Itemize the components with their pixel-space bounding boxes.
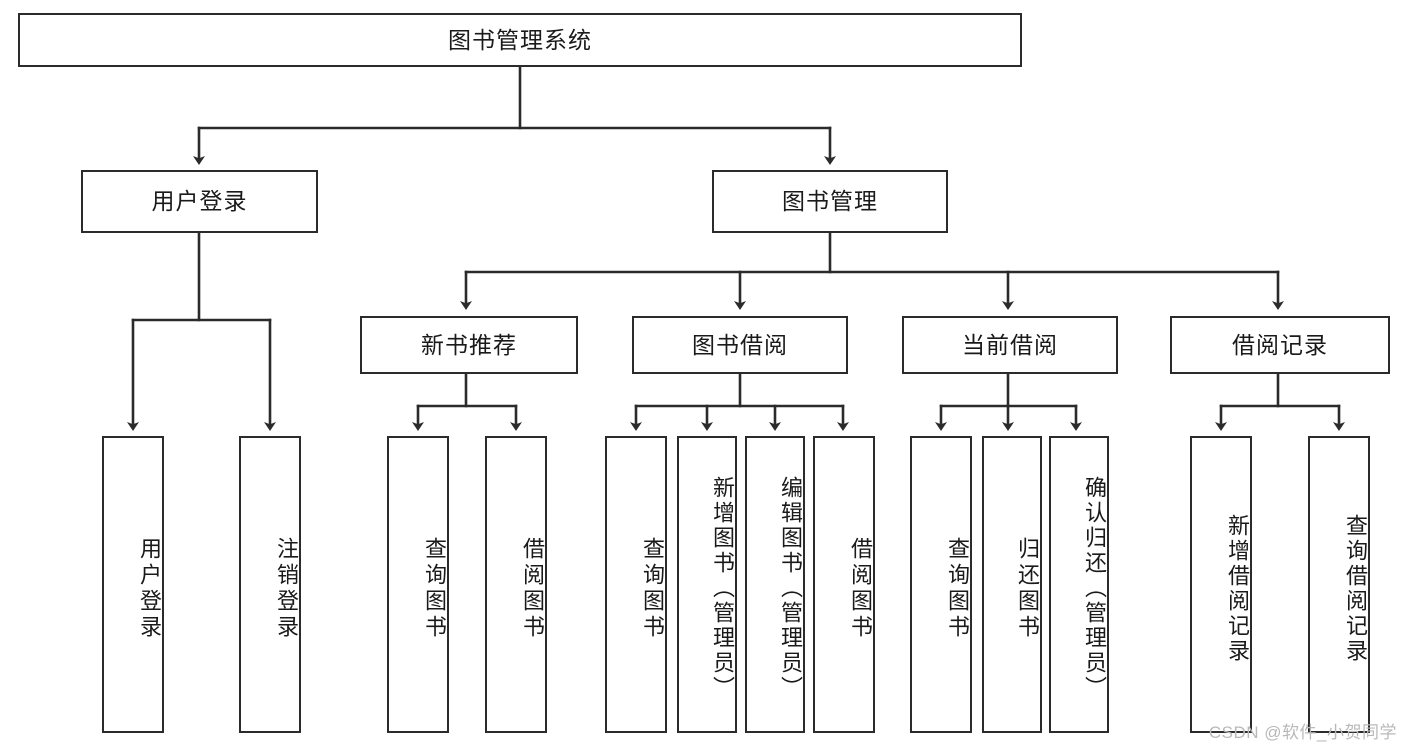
node-label: 注销登录 — [274, 536, 299, 641]
node-book-management[interactable]: 图书管理 — [712, 170, 948, 233]
leaf-edit-book-admin[interactable]: 编辑图书（管理员） — [745, 436, 805, 733]
node-root-system[interactable]: 图书管理系统 — [18, 13, 1022, 67]
node-label: 查询图书 — [640, 536, 665, 641]
node-label: 新增借阅记录 — [1225, 513, 1250, 664]
node-label: 归还图书 — [1015, 536, 1040, 641]
node-label: 确认归还（管理员） — [1082, 476, 1107, 701]
node-label: 编辑图书（管理员） — [778, 476, 803, 701]
node-label: 图书借阅 — [692, 331, 788, 358]
leaf-add-borrow-record[interactable]: 新增借阅记录 — [1190, 436, 1252, 733]
node-label: 用户登录 — [151, 188, 248, 215]
node-label: 借阅图书 — [520, 536, 545, 641]
node-borrow-record[interactable]: 借阅记录 — [1170, 316, 1390, 374]
leaf-user-logout[interactable]: 注销登录 — [239, 436, 301, 733]
leaf-borrow-book-recommend[interactable]: 借阅图书 — [485, 436, 547, 733]
leaf-add-book-admin[interactable]: 新增图书（管理员） — [677, 436, 737, 733]
leaf-query-book-recommend[interactable]: 查询图书 — [387, 436, 449, 733]
leaf-user-login[interactable]: 用户登录 — [102, 436, 164, 733]
node-new-book-recommend[interactable]: 新书推荐 — [360, 316, 578, 374]
node-label: 图书管理系统 — [448, 26, 592, 53]
leaf-query-book-current[interactable]: 查询图书 — [910, 436, 972, 733]
leaf-return-book[interactable]: 归还图书 — [982, 436, 1042, 733]
node-label: 新增图书（管理员） — [710, 476, 735, 701]
node-label: 用户登录 — [137, 536, 162, 641]
leaf-confirm-return-admin[interactable]: 确认归还（管理员） — [1049, 436, 1109, 733]
node-user-login[interactable]: 用户登录 — [81, 170, 318, 233]
node-current-borrow[interactable]: 当前借阅 — [902, 316, 1118, 374]
node-book-borrow[interactable]: 图书借阅 — [632, 316, 848, 374]
node-label: 查询图书 — [945, 536, 970, 641]
node-label: 查询借阅记录 — [1343, 513, 1368, 664]
watermark-text: CSDN @软件_小贺同学 — [1208, 723, 1397, 742]
node-label: 借阅图书 — [848, 536, 873, 641]
node-label: 新书推荐 — [421, 331, 517, 358]
node-label: 借阅记录 — [1232, 331, 1328, 358]
leaf-query-book-borrow[interactable]: 查询图书 — [605, 436, 667, 733]
node-label: 查询图书 — [422, 536, 447, 641]
leaf-query-borrow-record[interactable]: 查询借阅记录 — [1308, 436, 1370, 733]
node-label: 图书管理 — [782, 188, 878, 215]
node-label: 当前借阅 — [962, 331, 1058, 358]
leaf-borrow-book-borrow[interactable]: 借阅图书 — [813, 436, 875, 733]
